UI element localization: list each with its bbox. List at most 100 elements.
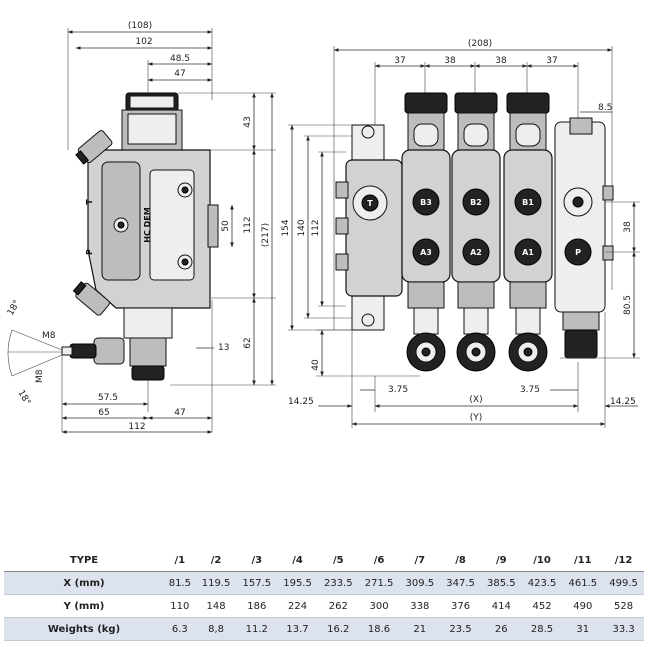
table-row: Weights (kg) 6.3 8,8 11.2 13.7 16.2 18.6… bbox=[4, 617, 644, 641]
dim-37-b: 37 bbox=[546, 56, 557, 66]
table-cell: 16.2 bbox=[317, 617, 359, 641]
thread-m8-b: M8 bbox=[35, 369, 45, 383]
section-2 bbox=[451, 92, 501, 372]
dim-47-top: 47 bbox=[174, 69, 185, 79]
dim-8-5: 8.5 bbox=[598, 103, 612, 113]
table-cell: 33.3 bbox=[603, 617, 644, 641]
mark-p: P bbox=[85, 249, 94, 255]
dim-47-bottom: 47 bbox=[174, 408, 185, 418]
side-view: (108) 102 48.5 47 T P HC DEM bbox=[6, 21, 276, 434]
table-cell: 452 bbox=[521, 594, 563, 618]
table-cell: 23.5 bbox=[440, 617, 481, 641]
table-cell: 309.5 bbox=[399, 571, 441, 595]
header-cell: /8 bbox=[440, 549, 481, 572]
dim-y: (Y) bbox=[470, 413, 483, 423]
table-cell: 338 bbox=[399, 594, 441, 618]
port-a2: A2 bbox=[470, 248, 482, 257]
dim-140: 140 bbox=[297, 219, 307, 236]
table-header-row: TYPE /1 /2 /3 /4 /5 /6 /7 /8 /9 /10 /11 … bbox=[4, 549, 644, 572]
port-labels: B3 B2 B1 A3 A2 A1 P bbox=[412, 185, 614, 266]
table-cell: 490 bbox=[562, 594, 604, 618]
port-b1: B1 bbox=[522, 198, 534, 207]
header-cell: TYPE bbox=[4, 549, 164, 572]
table-cell: 21 bbox=[399, 617, 441, 641]
table-cell: 300 bbox=[358, 594, 400, 618]
dim-38-b: 38 bbox=[495, 56, 507, 66]
front-view: (208) 37 38 38 37 8.5 T bbox=[281, 39, 640, 428]
dim-37-a: 37 bbox=[394, 56, 405, 66]
header-cell: /10 bbox=[521, 549, 563, 572]
table-cell: 81.5 bbox=[164, 571, 196, 595]
table-cell: 119.5 bbox=[195, 571, 237, 595]
table-cell: 157.5 bbox=[236, 571, 278, 595]
table-cell: 148 bbox=[195, 594, 237, 618]
dim-43: 43 bbox=[243, 116, 253, 127]
port-a3: A3 bbox=[420, 248, 432, 257]
dim-112-side: 112 bbox=[243, 216, 253, 233]
header-cell: /4 bbox=[277, 549, 318, 572]
thread-m8-a: M8 bbox=[42, 331, 56, 341]
table-cell: 499.5 bbox=[603, 571, 644, 595]
row-label: Weights (kg) bbox=[4, 617, 164, 641]
dim-13: 13 bbox=[218, 343, 229, 353]
table-cell: 26 bbox=[480, 617, 522, 641]
header-cell: /1 bbox=[164, 549, 196, 572]
section-1 bbox=[503, 92, 553, 372]
dim-112-front: 112 bbox=[311, 219, 321, 236]
mark-t: T bbox=[85, 199, 94, 205]
dim-40: 40 bbox=[311, 359, 321, 371]
header-cell: /2 bbox=[195, 549, 237, 572]
table-cell: 186 bbox=[236, 594, 278, 618]
table-cell: 18.6 bbox=[358, 617, 400, 641]
row-label: X (mm) bbox=[4, 571, 164, 595]
table-cell: 233.5 bbox=[317, 571, 359, 595]
table-cell: 224 bbox=[277, 594, 318, 618]
dim-65: 65 bbox=[98, 408, 109, 418]
dim-x: (X) bbox=[469, 395, 482, 405]
dim-3-75-a: 3.75 bbox=[388, 385, 408, 395]
port-p: P bbox=[575, 248, 581, 257]
header-cell: /6 bbox=[358, 549, 400, 572]
dim-14-25-b: 14.25 bbox=[610, 397, 636, 407]
mark-brand: HC DEM bbox=[143, 207, 152, 242]
row-label: Y (mm) bbox=[4, 594, 164, 618]
dim-48-5: 48.5 bbox=[170, 54, 190, 64]
header-cell: /9 bbox=[480, 549, 522, 572]
header-cell: /3 bbox=[236, 549, 278, 572]
table-cell: 347.5 bbox=[440, 571, 481, 595]
section-3 bbox=[401, 92, 451, 372]
angle-top: 18° bbox=[6, 299, 23, 318]
table-cell: 385.5 bbox=[480, 571, 522, 595]
table-cell: 195.5 bbox=[277, 571, 318, 595]
header-cell: /12 bbox=[603, 549, 644, 572]
dim-217: (217) bbox=[261, 223, 271, 247]
table-cell: 28.5 bbox=[521, 617, 563, 641]
table-cell: 271.5 bbox=[358, 571, 400, 595]
dim-3-75-b: 3.75 bbox=[520, 385, 540, 395]
dim-38-right: 38 bbox=[623, 221, 633, 233]
table-cell: 11.2 bbox=[236, 617, 278, 641]
dim-57-5: 57.5 bbox=[98, 393, 118, 403]
port-b3: B3 bbox=[420, 198, 432, 207]
specification-table: TYPE /1 /2 /3 /4 /5 /6 /7 /8 /9 /10 /11 … bbox=[4, 549, 644, 641]
table-cell: 376 bbox=[440, 594, 481, 618]
header-cell: /11 bbox=[562, 549, 604, 572]
table-cell: 13.7 bbox=[277, 617, 318, 641]
port-a1: A1 bbox=[522, 248, 534, 257]
port-t: T bbox=[367, 199, 373, 208]
dim-208: (208) bbox=[468, 39, 492, 49]
dim-38-a: 38 bbox=[444, 56, 456, 66]
table-cell: 528 bbox=[603, 594, 644, 618]
dim-80-5: 80.5 bbox=[623, 295, 633, 315]
dim-102: 102 bbox=[135, 37, 152, 47]
dim-50: 50 bbox=[221, 220, 231, 232]
dim-14-25-a: 14.25 bbox=[288, 397, 314, 407]
dim-108: (108) bbox=[128, 21, 152, 31]
angle-bottom: 18° bbox=[15, 389, 32, 408]
header-cell: /7 bbox=[399, 549, 441, 572]
dim-154: 154 bbox=[281, 219, 291, 236]
table-cell: 110 bbox=[164, 594, 196, 618]
dim-62: 62 bbox=[243, 337, 253, 348]
table-cell: 414 bbox=[480, 594, 522, 618]
table-cell: 262 bbox=[317, 594, 359, 618]
